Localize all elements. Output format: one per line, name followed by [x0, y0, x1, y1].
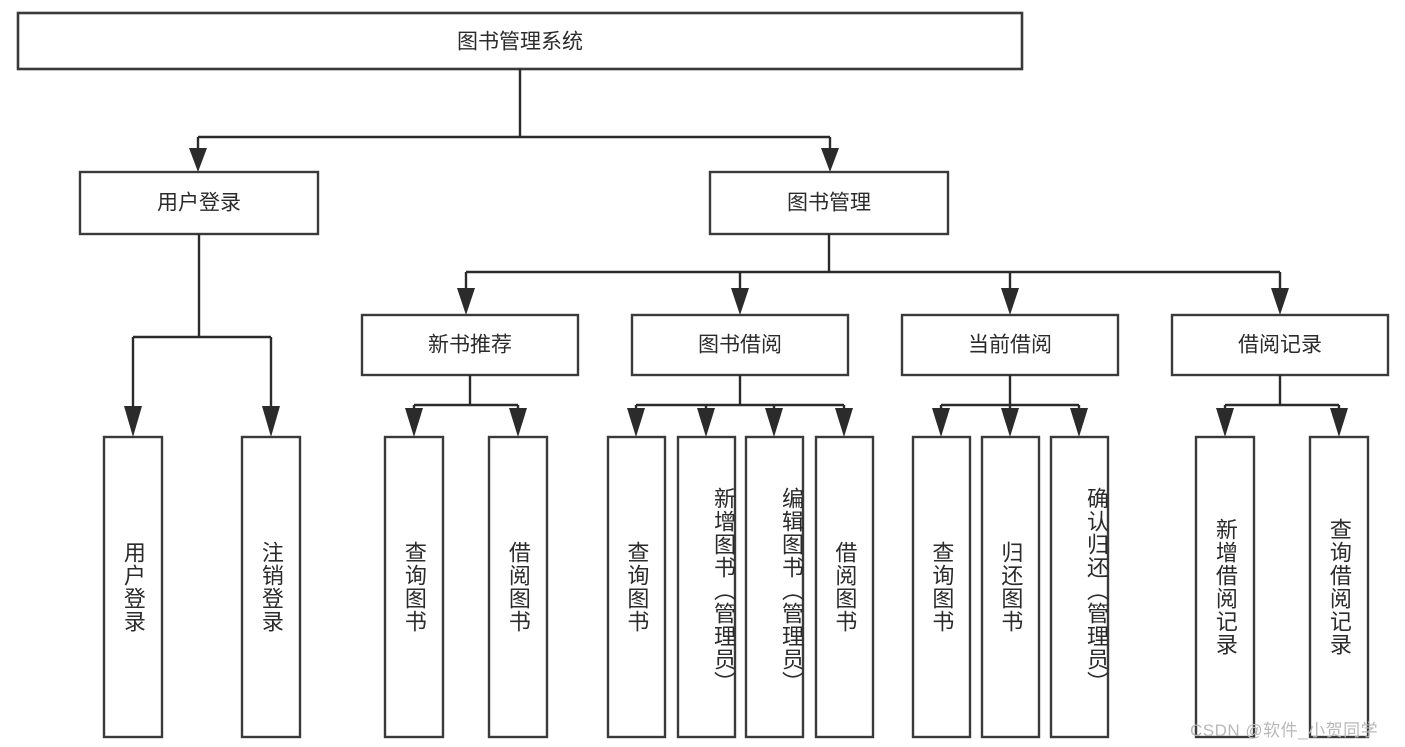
node-current-borrow-label: 当前借阅: [968, 334, 1052, 357]
arrowhead-leaf-query-borrow-record: [1330, 408, 1348, 437]
leaf-box-add-book-admin[interactable]: [676, 435, 737, 739]
node-book-management-label: 图书管理: [787, 192, 871, 215]
leaf-box-user-login[interactable]: [102, 435, 164, 739]
leaf-box-query-borrow-record[interactable]: [1308, 435, 1370, 739]
leaf-box-logout-login[interactable]: [240, 435, 302, 739]
node-new-book-recommend-box[interactable]: [360, 313, 580, 377]
arrowhead-leaf-query-book-3: [932, 408, 950, 437]
node-new-book-recommend-label: 新书推荐: [428, 334, 512, 357]
arrowhead-borrow-record: [1271, 288, 1289, 315]
arrowhead-leaf-user-login: [124, 406, 142, 437]
arrowhead-leaf-query-book-1: [405, 408, 423, 437]
node-root-box[interactable]: [16, 11, 1024, 71]
arrowhead-leaf-borrow-book-1: [509, 408, 527, 437]
node-current-borrow-box[interactable]: [900, 313, 1120, 377]
node-book-borrow-label: 图书借阅: [698, 334, 782, 357]
csdn-watermark: CSDN @软件_小贺同学: [1190, 721, 1379, 740]
leaf-box-borrow-book-1[interactable]: [487, 435, 549, 739]
node-book-management-box[interactable]: [708, 170, 950, 236]
leaf-box-return-book[interactable]: [980, 435, 1041, 739]
arrowhead-book-borrow: [731, 288, 749, 315]
leaf-box-confirm-return-admin[interactable]: [1049, 435, 1110, 739]
arrowhead-leaf-edit-book-admin: [765, 408, 783, 437]
node-borrow-record-label: 借阅记录: [1238, 334, 1322, 357]
arrowhead-current-borrow: [1001, 288, 1019, 315]
arrowhead-new-book-recommend: [457, 288, 475, 315]
arrowhead-leaf-confirm-return-admin: [1070, 408, 1088, 437]
node-book-borrow-box[interactable]: [630, 313, 850, 377]
node-user-login-label: 用户登录: [157, 192, 241, 215]
arrowhead-book-management: [821, 148, 839, 172]
arrowhead-leaf-borrow-book-2: [835, 408, 853, 437]
node-borrow-record-box[interactable]: [1170, 313, 1390, 377]
arrowhead-user-login: [189, 148, 207, 172]
leaf-box-query-book-1[interactable]: [383, 435, 445, 739]
arrowhead-leaf-add-borrow-record: [1216, 408, 1234, 437]
leaf-box-edit-book-admin[interactable]: [744, 435, 805, 739]
leaf-box-add-borrow-record[interactable]: [1194, 435, 1256, 739]
node-root-label: 图书管理系统: [457, 31, 583, 54]
leaf-box-query-book-3[interactable]: [911, 435, 972, 739]
arrowhead-leaf-return-book: [1001, 408, 1019, 437]
arrowhead-leaf-query-book-2: [627, 408, 645, 437]
leaf-box-query-book-2[interactable]: [606, 435, 667, 739]
leaf-box-borrow-book-2[interactable]: [814, 435, 875, 739]
arrowhead-leaf-logout-login: [262, 406, 280, 437]
arrowhead-leaf-add-book-admin: [697, 408, 715, 437]
